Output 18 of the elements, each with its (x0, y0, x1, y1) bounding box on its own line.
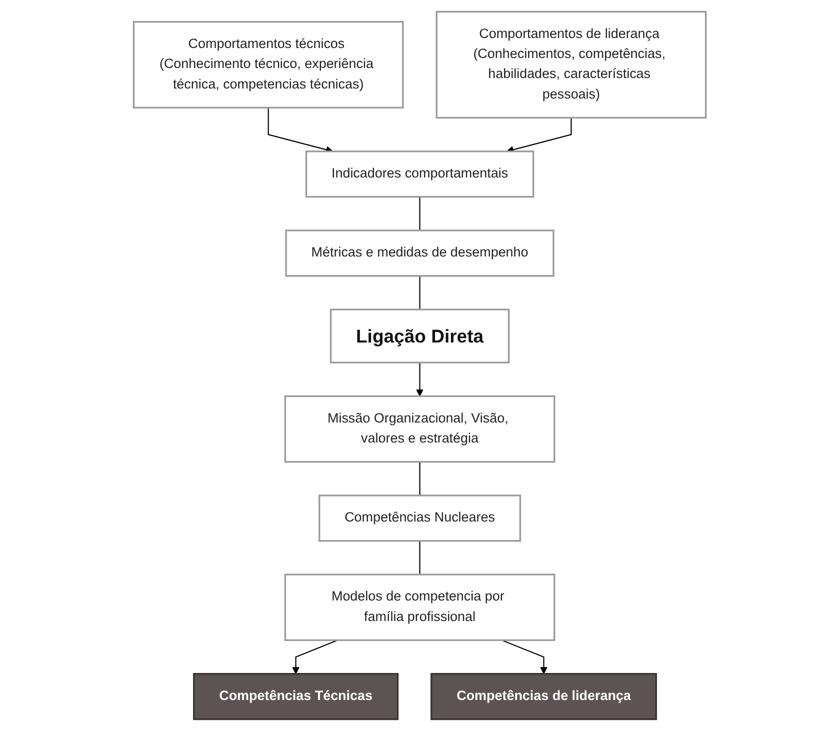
node-box (284, 395, 556, 463)
node-box (284, 574, 556, 642)
node-box (306, 150, 534, 198)
node-box (318, 494, 522, 542)
arrow (292, 640, 338, 674)
node-box (430, 672, 658, 720)
connector (419, 276, 421, 310)
node-box (133, 20, 404, 108)
node-box (193, 672, 399, 720)
connector (419, 196, 421, 230)
arrow (416, 362, 424, 397)
connector (419, 540, 421, 575)
flowchart-diagram: Missão Organizacional, Visão, valores e estratégia Competências Nucleares Modelos de competencia por família profissional Competências Técnicas Competências de liderança Comportamentos técnicos (Conhecimento técnico, experiência técnica, competencias técnicas) Comportamentos de liderança (Conhecimentos, competências, habilidades, características pessoais) Indicadores comportamentais Métricas e medidas de desempenho Ligação Direta (127, 5, 713, 726)
node-box (285, 230, 555, 277)
node-box (330, 308, 510, 364)
node-box (436, 10, 707, 119)
arrow (502, 640, 548, 674)
connector (419, 462, 421, 496)
